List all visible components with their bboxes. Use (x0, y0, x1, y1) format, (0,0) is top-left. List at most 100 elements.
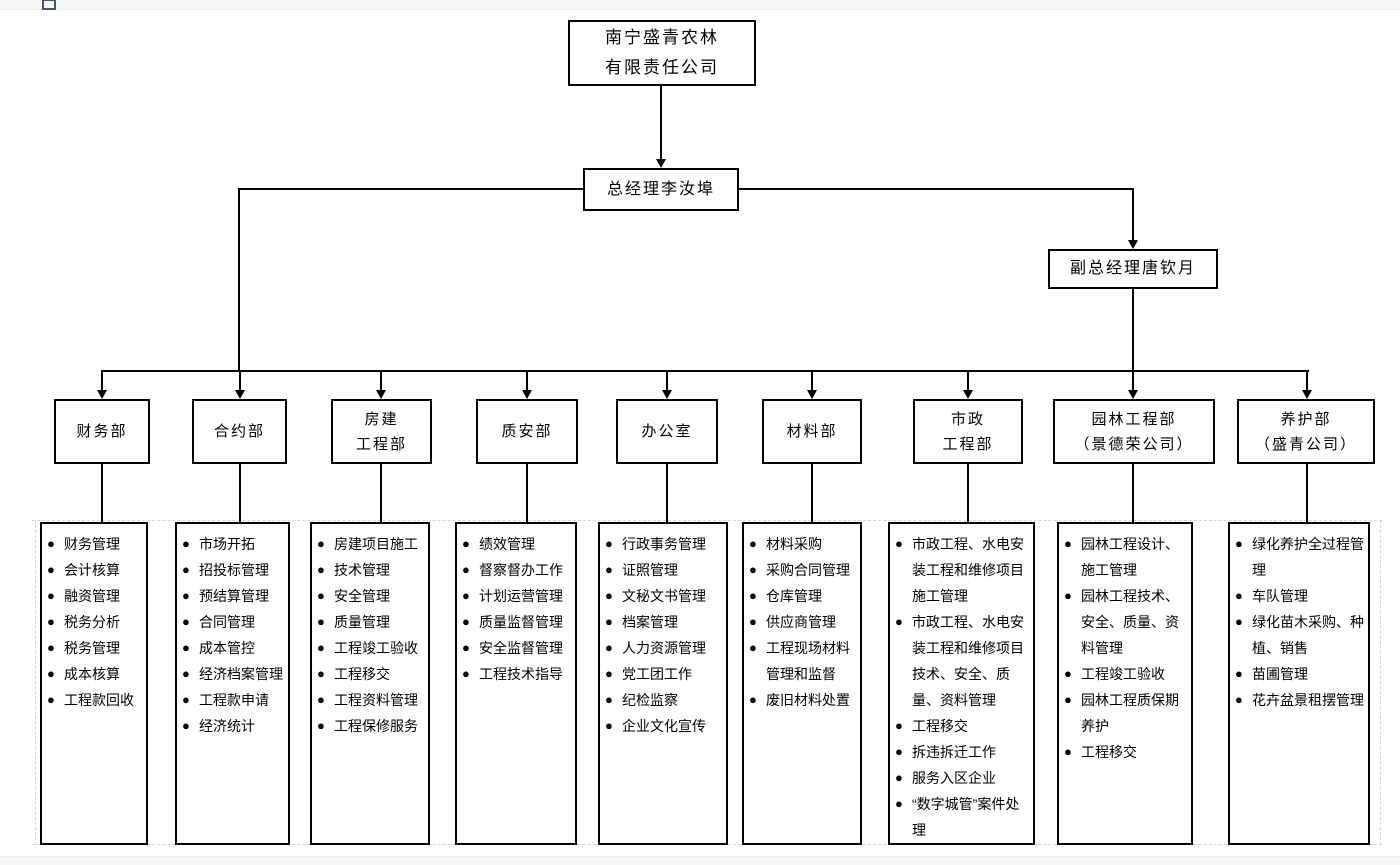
bullet-icon: ● (1064, 588, 1072, 603)
department-name: 工程部 (942, 435, 994, 453)
duty-list: ●绿化养护全过程管理●车队管理●绿化苗木采购、种植、销售●苗圃管理●花卉盆景租摆… (1228, 522, 1370, 845)
duty-item: ●企业文化宣传 (605, 713, 723, 739)
bullet-icon: ● (317, 588, 325, 603)
duty-item: ●税务管理 (47, 635, 143, 661)
bullet-icon: ● (317, 640, 325, 655)
duty-item: ●经济档案管理 (182, 661, 285, 687)
bullet-icon: ● (462, 588, 470, 603)
connector-line (101, 370, 1309, 372)
duty-text: 工程保修服务 (334, 718, 418, 734)
duty-text: 成本管控 (199, 640, 255, 656)
bullet-icon: ● (182, 666, 190, 681)
duty-item: ●督察督办工作 (462, 557, 572, 583)
deputy-manager-label: 副总经理唐钦月 (1069, 260, 1196, 277)
duty-list: ●市场开拓●招投标管理 ● 预结算管理 ● 合同管理 ● 成本管控 ●经济档案管理●工程款申请… (175, 522, 290, 845)
bullet-icon: ● (47, 666, 55, 681)
duty-text: 工程款回收 (64, 692, 134, 708)
department-name: （盛青公司） (1254, 435, 1357, 453)
bullet-icon: ● (1235, 588, 1243, 603)
bullet-icon: ● (605, 614, 613, 629)
duty-item: ●技术管理 (317, 557, 425, 583)
bullet-icon: ● (605, 666, 613, 681)
bullet-icon: ● (749, 640, 757, 655)
duty-item: ●绿化苗木采购、种植、销售 (1235, 609, 1365, 661)
department-box: 质安部 (476, 399, 578, 464)
bullet-icon: ● (749, 692, 757, 707)
duty-item: ●行政事务管理 (605, 531, 723, 557)
duty-item: ●经济统计 (182, 713, 285, 739)
duty-text: 绿化养护全过程管理 (1252, 536, 1364, 578)
duty-list: ●绩效管理●督察督办工作●计划运营管理●质量监督管理●安全监督管理●工程技术指导 (455, 522, 577, 845)
duty-text: 工程移交 (912, 718, 968, 734)
bullet-icon: ● (895, 536, 903, 551)
connector-line (526, 464, 528, 522)
duty-text: 园林工程设计、施工管理 (1081, 536, 1179, 578)
bullet-icon: ● (1235, 692, 1243, 707)
connector-line (1132, 289, 1134, 372)
arrow-down-icon (963, 390, 973, 399)
duty-item: ●工程款回收 (47, 687, 143, 713)
duty-text: 预结算管理 (199, 588, 269, 604)
bullet-icon: ● (1064, 744, 1072, 759)
arrow-down-icon (1302, 390, 1312, 399)
duty-text: 仓库管理 (766, 588, 822, 604)
general-manager-box: 总经理李汝埠 (583, 168, 739, 211)
bullet-icon: ● (47, 536, 55, 551)
duty-item: ●服务入区企业 (895, 765, 1030, 791)
table-guide-left (35, 520, 36, 845)
duty-text: “数字城管”案件处理 (912, 796, 1020, 838)
arrow-down-icon (235, 390, 245, 399)
duty-item: ●招投标管理 (182, 557, 285, 583)
bullet-icon: ● (462, 640, 470, 655)
bullet-icon: ● (605, 692, 613, 707)
duty-text: 纪检监察 (622, 692, 678, 708)
duty-text: 市场开拓 (199, 536, 255, 552)
connector-line (811, 370, 813, 391)
duty-item: ●市政工程、水电安装工程和维修项目施工管理 (895, 531, 1030, 609)
duty-item: ●工程款申请 (182, 687, 285, 713)
connector-line (811, 464, 813, 522)
duty-text: 税务分析 (64, 614, 120, 630)
duty-text: 绿化苗木采购、种植、销售 (1252, 614, 1364, 656)
duty-text: 车队管理 (1252, 588, 1308, 604)
department-box: 市政工程部 (913, 399, 1023, 464)
arrow-down-icon (376, 390, 386, 399)
duty-list: ●财务管理●会计核算●融资管理●税务分析●税务管理●成本核算●工程款回收 (40, 522, 148, 845)
duty-item: ●工程现场材料管理和监督 (749, 635, 857, 687)
duty-item: ●质量管理 (317, 609, 425, 635)
duty-text: 安全管理 (334, 588, 390, 604)
duty-item: ●会计核算 (47, 557, 143, 583)
duty-text: 经济统计 (199, 718, 255, 734)
duty-text: 人力资源管理 (622, 640, 706, 656)
department-name: 材料部 (786, 423, 838, 440)
duty-text: 材料采购 (766, 536, 822, 552)
table-icon[interactable] (42, 0, 56, 10)
arrow-down-icon (97, 390, 107, 399)
connector-line (666, 464, 668, 522)
duty-text: 合同管理 (199, 614, 255, 630)
bullet-icon: ● (317, 692, 325, 707)
duty-text: 苗圃管理 (1252, 666, 1308, 682)
duty-text: 供应商管理 (766, 614, 836, 630)
connector-line (666, 370, 668, 391)
bullet-icon: ● (895, 614, 903, 629)
duty-text: 工程竣工验收 (334, 640, 418, 656)
bullet-icon: ● (182, 614, 190, 629)
arrow-down-icon (656, 159, 666, 168)
connector-line (239, 370, 241, 391)
bullet-icon: ● (605, 588, 613, 603)
duty-text: 花卉盆景租摆管理 (1252, 692, 1364, 708)
general-manager-label: 总经理李汝埠 (606, 180, 715, 198)
horizontal-scrollbar[interactable] (0, 856, 1400, 865)
connector-line (1306, 370, 1308, 391)
duty-text: 市政工程、水电安装工程和维修项目技术、安全、质量、资料管理 (912, 614, 1024, 708)
bullet-icon: ● (182, 692, 190, 707)
company-box: 南宁盛青农林 有限责任公司 (568, 20, 756, 86)
duty-item: ●市场开拓 (182, 531, 285, 557)
duty-text: 文秘文书管理 (622, 588, 706, 604)
duty-item: ●废旧材料处置 (749, 687, 857, 713)
bullet-icon: ● (47, 588, 55, 603)
connector-line (101, 370, 103, 391)
bullet-icon: ● (895, 744, 903, 759)
deputy-manager-box: 副总经理唐钦月 (1048, 249, 1218, 289)
